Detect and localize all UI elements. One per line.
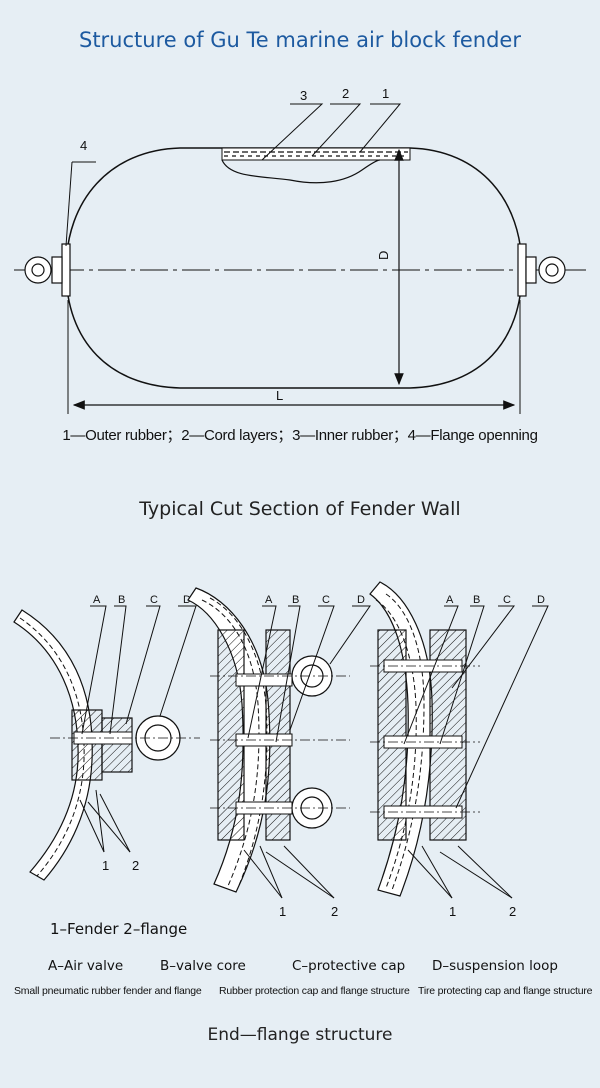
section-right-letter-d: D bbox=[537, 594, 545, 606]
caption-right: Tire protecting cap and flange structure bbox=[418, 985, 593, 997]
section-left-letter-d: D bbox=[183, 594, 191, 606]
page-title: Structure of Gu Te marine air block fend… bbox=[78, 28, 521, 52]
part-a-label: A–Air valve bbox=[48, 958, 124, 974]
section-left-number-1: 1 bbox=[102, 858, 109, 873]
wall-cutaway bbox=[221, 147, 411, 184]
dimension-l bbox=[67, 300, 521, 414]
section-right-letter-b: B bbox=[473, 594, 480, 606]
section-middle-letter-a: A bbox=[265, 594, 273, 606]
section-middle bbox=[187, 587, 371, 899]
section-left-letter-c: C bbox=[150, 594, 158, 606]
part-d-label: D–suspension loop bbox=[432, 958, 558, 974]
dimension-d-label: D bbox=[376, 251, 391, 260]
flange-right bbox=[517, 243, 566, 297]
section-title: Typical Cut Section of Fender Wall bbox=[139, 498, 461, 520]
section-middle-letter-b: B bbox=[292, 594, 299, 606]
section-left bbox=[13, 605, 200, 881]
callout-4: 4 bbox=[80, 138, 87, 153]
callout-2: 2 bbox=[342, 86, 349, 101]
fender-flange-legend: 1–Fender 2–flange bbox=[50, 920, 188, 938]
callout-leaders bbox=[65, 103, 402, 247]
section-right-number-1: 1 bbox=[449, 904, 456, 919]
section-right-letter-c: C bbox=[503, 594, 511, 606]
fender-legend-line: 1—Outer rubber；2—Cord layers；3—Inner rub… bbox=[62, 427, 538, 444]
caption-left: Small pneumatic rubber fender and flange bbox=[14, 985, 202, 997]
section-middle-number-2: 2 bbox=[331, 904, 338, 919]
callout-3: 3 bbox=[300, 88, 307, 103]
flange-left bbox=[24, 243, 71, 297]
section-middle-number-1: 1 bbox=[279, 904, 286, 919]
dimension-l-label: L bbox=[276, 388, 283, 403]
bottom-title: End—flange structure bbox=[207, 1025, 393, 1045]
part-c-label: C–protective cap bbox=[292, 958, 406, 974]
section-right-number-2: 2 bbox=[509, 904, 516, 919]
section-middle-letter-d: D bbox=[357, 594, 365, 606]
section-left-letter-a: A bbox=[93, 594, 101, 606]
caption-middle: Rubber protection cap and flange structu… bbox=[219, 985, 410, 997]
section-middle-letter-c: C bbox=[322, 594, 330, 606]
fender-body bbox=[14, 147, 586, 389]
part-b-label: B–valve core bbox=[160, 958, 246, 974]
callout-1: 1 bbox=[382, 86, 389, 101]
section-left-letter-b: B bbox=[118, 594, 125, 606]
section-right-letter-a: A bbox=[446, 594, 454, 606]
section-right bbox=[369, 581, 549, 899]
section-left-number-2: 2 bbox=[132, 858, 139, 873]
